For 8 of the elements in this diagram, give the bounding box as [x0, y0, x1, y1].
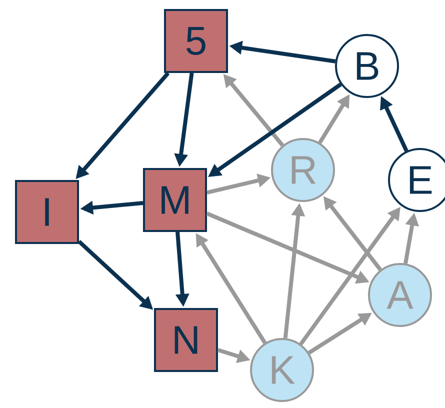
square-node: M	[143, 168, 207, 232]
square-node: I	[15, 180, 79, 244]
square-node: N	[154, 308, 218, 372]
square-node: 5	[164, 9, 228, 73]
circle-node: B	[335, 34, 399, 98]
circle-node: K	[250, 338, 314, 402]
circle-node: A	[368, 263, 432, 327]
circle-node: R	[271, 138, 335, 202]
